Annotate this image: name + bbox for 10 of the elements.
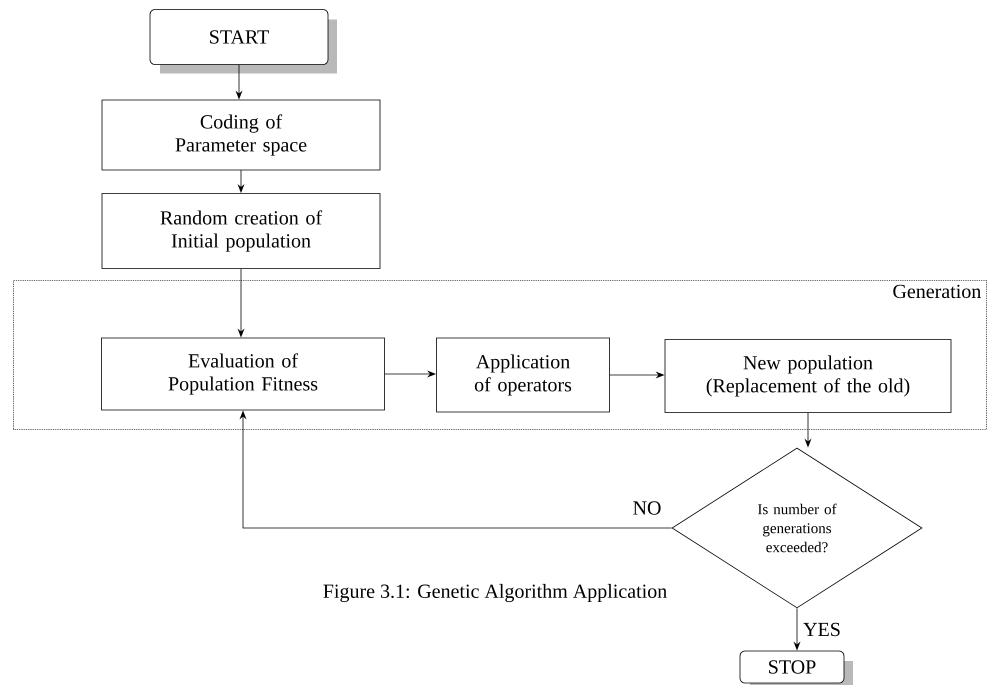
process-box: Coding of Parameter space bbox=[102, 100, 380, 170]
caption: Figure 3.1: Genetic Algorithm Application bbox=[323, 584, 667, 602]
terminal-box: STOP bbox=[740, 650, 853, 685]
process-box: Evaluation of Population Fitness bbox=[101, 338, 385, 410]
terminal-box: START bbox=[150, 9, 337, 74]
edge-label: YES bbox=[802, 622, 842, 638]
edge-label: NO bbox=[632, 500, 662, 516]
process-box: Application of operators bbox=[436, 338, 610, 412]
process-box: Random creation of Initial population bbox=[102, 193, 380, 269]
process-box: New population (Replacement of the old) bbox=[664, 339, 952, 413]
